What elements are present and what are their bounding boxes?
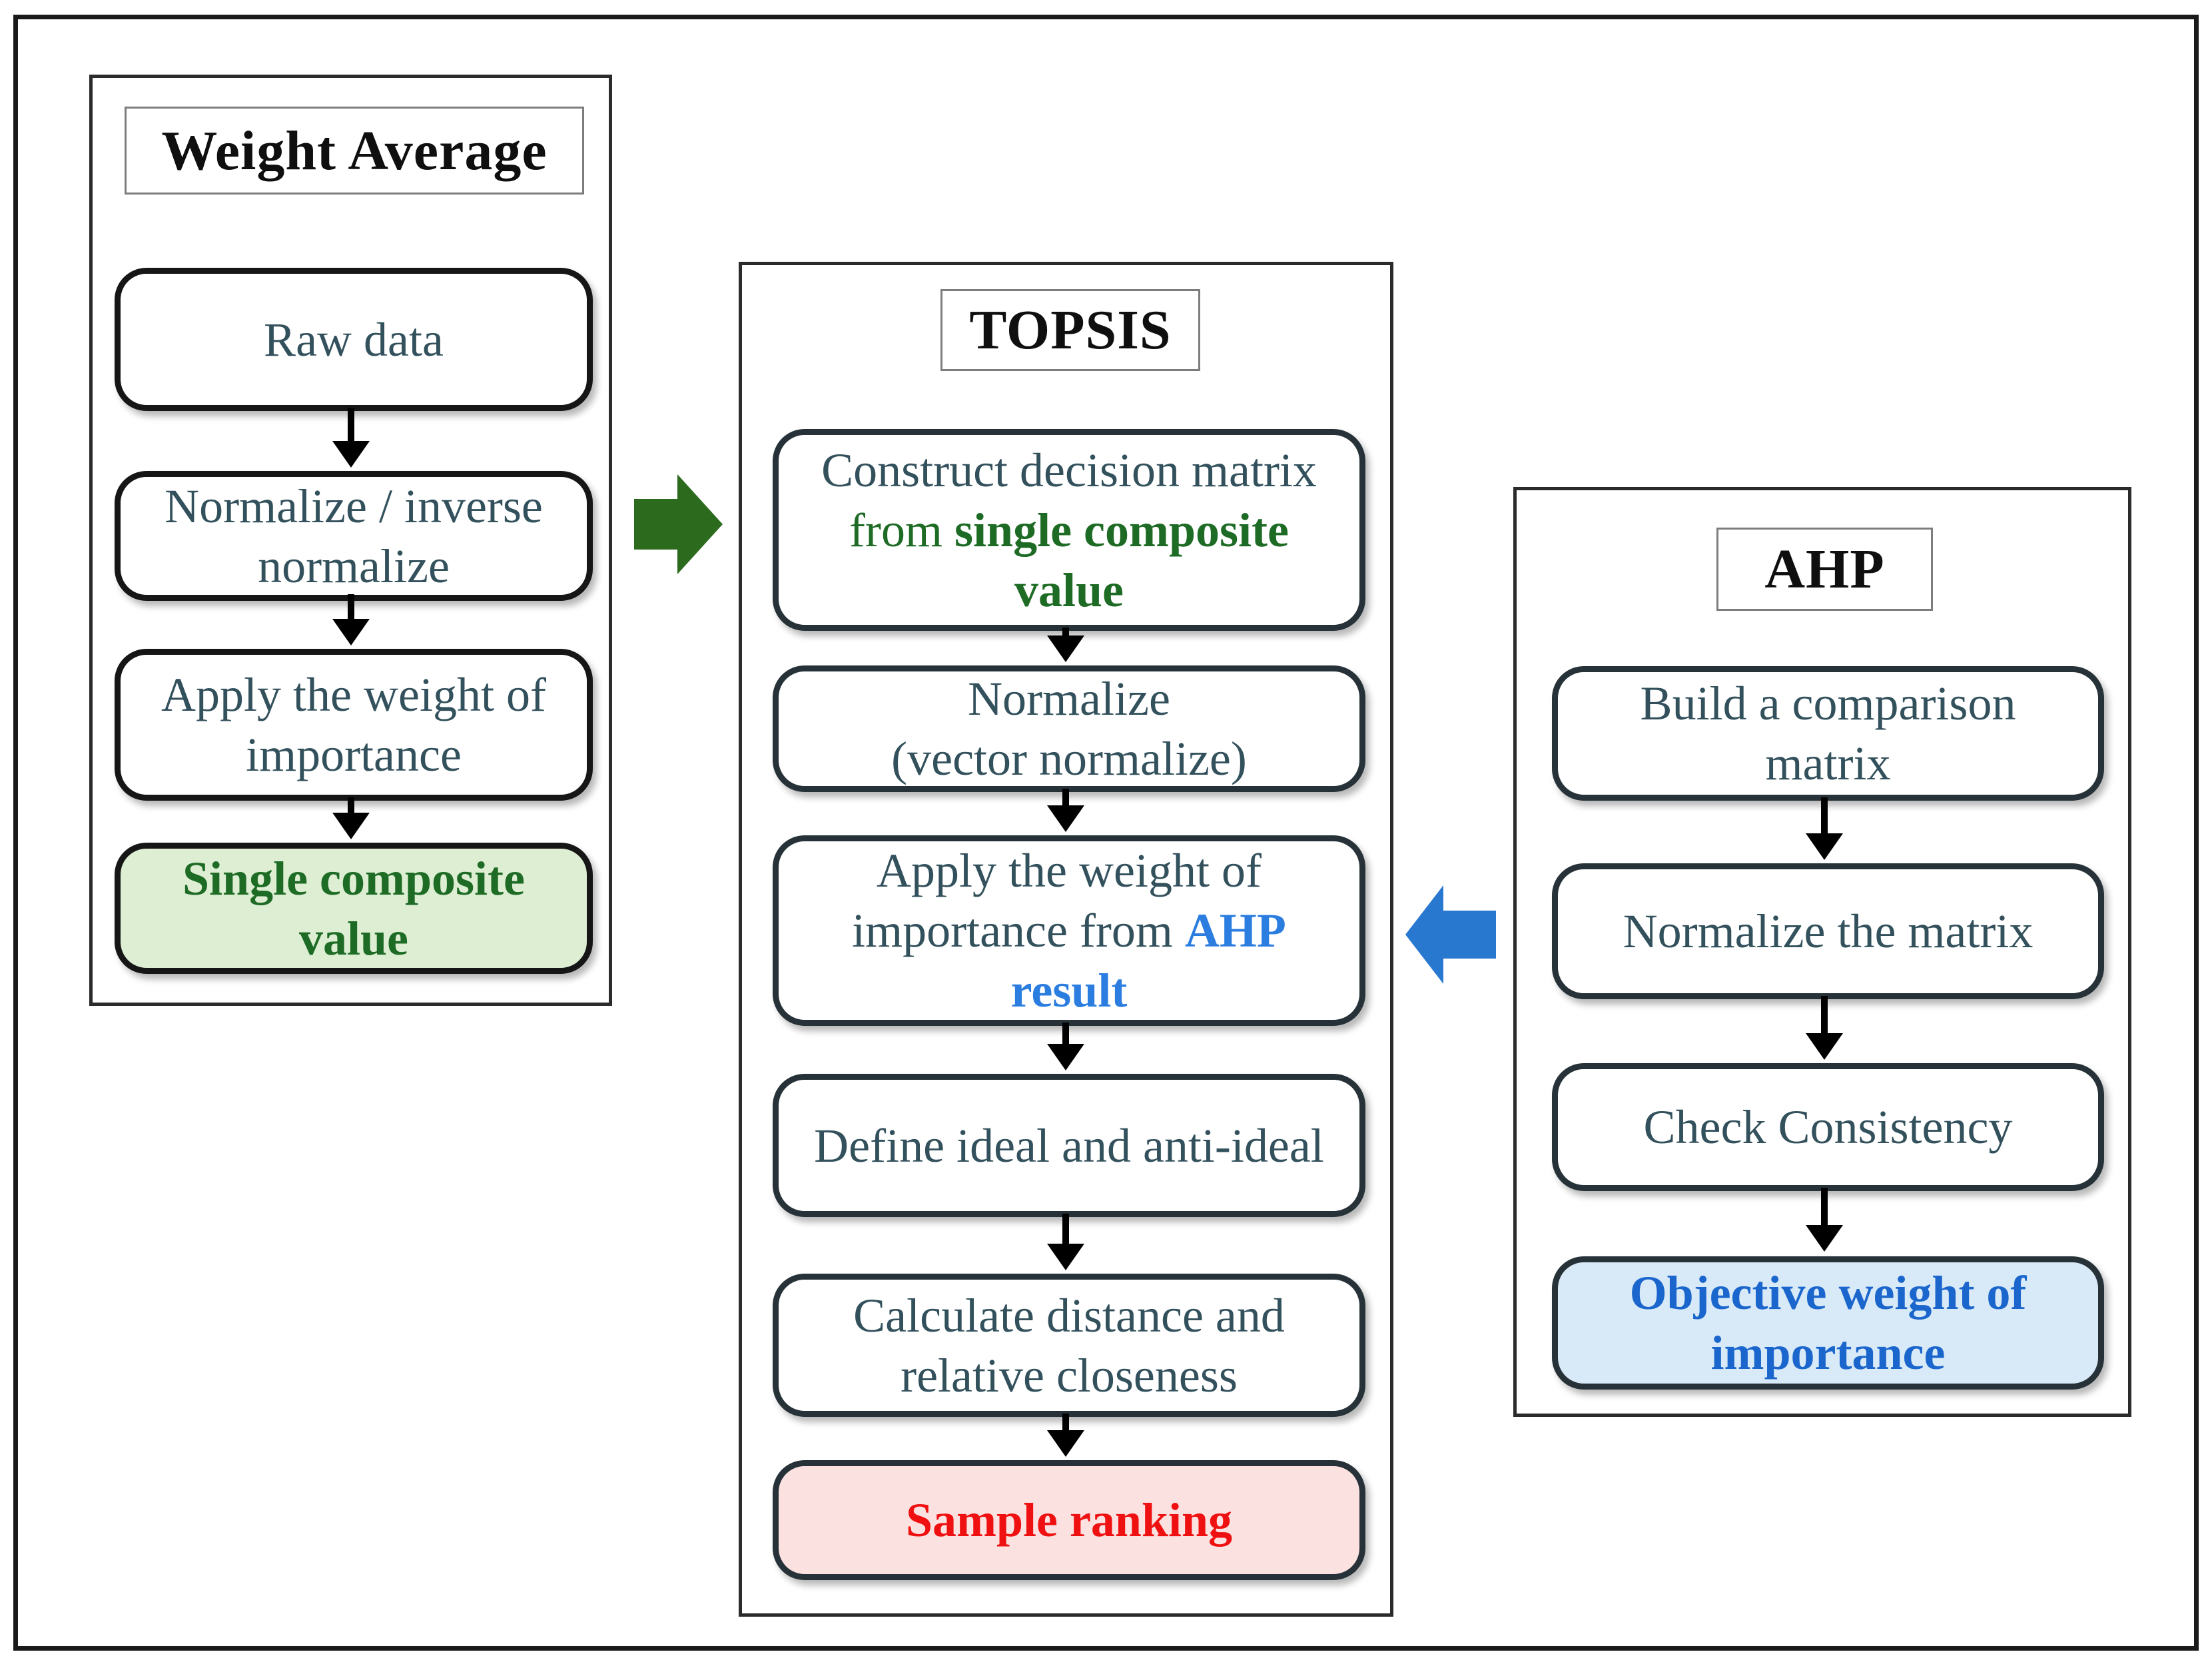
weight-average-panel: Weight Average Raw data Normalize / inve…	[89, 75, 612, 1006]
define-ideal-label: Define ideal and anti-ideal	[814, 1118, 1324, 1172]
apply-ahp-line2-accent: AHP	[1184, 904, 1286, 957]
topsis-panel: TOPSIS Construct decision matrix from si…	[739, 262, 1393, 1617]
arrow-build-to-normalizematrix-icon	[1806, 797, 1843, 860]
green-block-arrow-icon	[634, 474, 723, 574]
topsis-title: TOPSIS	[969, 299, 1172, 361]
vector-normalize-box: Normalize (vector normalize)	[773, 665, 1365, 792]
arrow-distance-to-ranking-icon	[1047, 1414, 1084, 1457]
apply-ahp-line3-result: result	[1010, 964, 1128, 1017]
define-ideal-box: Define ideal and anti-ideal	[773, 1074, 1365, 1217]
arrow-normalize-to-apply-icon	[332, 594, 370, 645]
apply-weight-from-ahp-box: Apply the weight of importance from AHP …	[773, 835, 1365, 1026]
single-composite-line2: value	[298, 911, 408, 965]
construct-line2: from single composite	[849, 500, 1289, 560]
calculate-distance-box: Calculate distance and relative closenes…	[773, 1274, 1365, 1417]
normalize-matrix-box: Normalize the matrix	[1552, 863, 2104, 999]
ahp-panel: AHP Build a comparison matrix Normalize …	[1513, 487, 2131, 1417]
apply-weight-line1: Apply the weight of	[161, 668, 546, 721]
normalize-inverse-line2: normalize	[258, 539, 450, 593]
arrow-consistency-to-objective-icon	[1806, 1188, 1843, 1252]
arrow-applyahp-to-ideal-icon	[1047, 1023, 1084, 1070]
normalize-inverse-box: Normalize / inverse normalize	[115, 471, 593, 601]
check-consistency-label: Check Consistency	[1643, 1100, 2013, 1154]
weight-average-title: Weight Average	[161, 119, 548, 182]
normalize-inverse-line1: Normalize / inverse	[165, 479, 543, 533]
sample-ranking-box: Sample ranking	[773, 1460, 1365, 1580]
apply-ahp-line2-normal: importance from	[852, 904, 1185, 957]
check-consistency-box: Check Consistency	[1552, 1063, 2104, 1191]
single-composite-line1: Single composite	[183, 851, 525, 905]
apply-ahp-line1: Apply the weight of	[877, 844, 1262, 897]
topsis-title-box: TOPSIS	[940, 289, 1200, 371]
build-line1: Build a comparison	[1640, 677, 2016, 730]
objective-line1: Objective weight of	[1629, 1266, 2027, 1320]
arrow-ideal-to-distance-icon	[1047, 1214, 1084, 1270]
construct-line2-single-composite: single composite	[954, 503, 1289, 557]
raw-data-box: Raw data	[115, 268, 593, 411]
raw-data-label: Raw data	[264, 312, 444, 366]
objective-line2: importance	[1710, 1326, 1946, 1380]
apply-weight-line2: importance	[246, 728, 462, 781]
sample-ranking-label: Sample ranking	[905, 1493, 1233, 1547]
arrow-rawdata-to-normalize-icon	[332, 408, 370, 468]
calculate-line1: Calculate distance and	[853, 1288, 1285, 1342]
arrow-normalizematrix-to-consistency-icon	[1806, 996, 1843, 1060]
normalize-matrix-label: Normalize the matrix	[1623, 905, 2033, 958]
arrow-construct-to-normalize-icon	[1047, 627, 1084, 662]
vector-normalize-line1: Normalize	[968, 672, 1170, 725]
construct-line3-value: value	[1014, 563, 1124, 617]
calculate-line2: relative closeness	[901, 1348, 1238, 1402]
single-composite-value-box: Single composite value	[115, 843, 593, 974]
construct-decision-matrix-box: Construct decision matrix from single co…	[773, 429, 1365, 631]
vector-normalize-line2: (vector normalize)	[891, 732, 1247, 785]
construct-line2-from: from	[849, 503, 954, 557]
ahp-title: AHP	[1764, 538, 1885, 600]
build-comparison-matrix-box: Build a comparison matrix	[1552, 666, 2104, 801]
ahp-title-box: AHP	[1716, 528, 1933, 611]
objective-weight-box: Objective weight of importance	[1552, 1256, 2104, 1390]
construct-line1: Construct decision matrix	[821, 443, 1317, 497]
build-line2: matrix	[1765, 737, 1891, 790]
blue-block-arrow-icon	[1405, 885, 1496, 984]
figure-border: Weight Average Raw data Normalize / inve…	[13, 15, 2199, 1651]
arrow-apply-to-composite-icon	[332, 797, 370, 839]
apply-weight-box: Apply the weight of importance	[115, 649, 593, 801]
arrow-normalize-to-applyahp-icon	[1047, 789, 1084, 832]
weight-average-title-box: Weight Average	[125, 107, 584, 195]
apply-ahp-line2: importance from AHP	[852, 901, 1286, 961]
